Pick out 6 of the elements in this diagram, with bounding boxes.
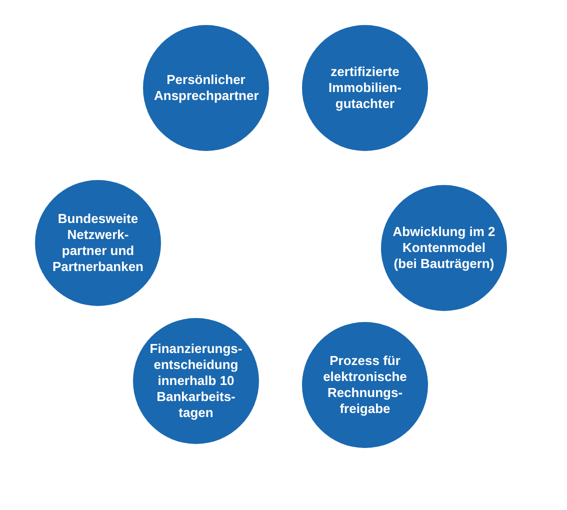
feature-label: Bundesweite Netzwerk- partner und Partnerbanken	[51, 211, 145, 275]
feature-label: Finanzierungs- entscheidung innerhalb 10 Bankarbeits- tagen	[148, 341, 244, 421]
feature-label: zertifizierte Immobilien- gutachter	[328, 64, 402, 112]
feature-label: Abwicklung im 2 Kontenmodel (bei Bauträgern)	[392, 224, 496, 272]
feature-label: Prozess für elektronische Rechnungs- freigabe	[322, 353, 408, 417]
feature-label: Persönlicher Ansprechpartner	[154, 72, 258, 104]
